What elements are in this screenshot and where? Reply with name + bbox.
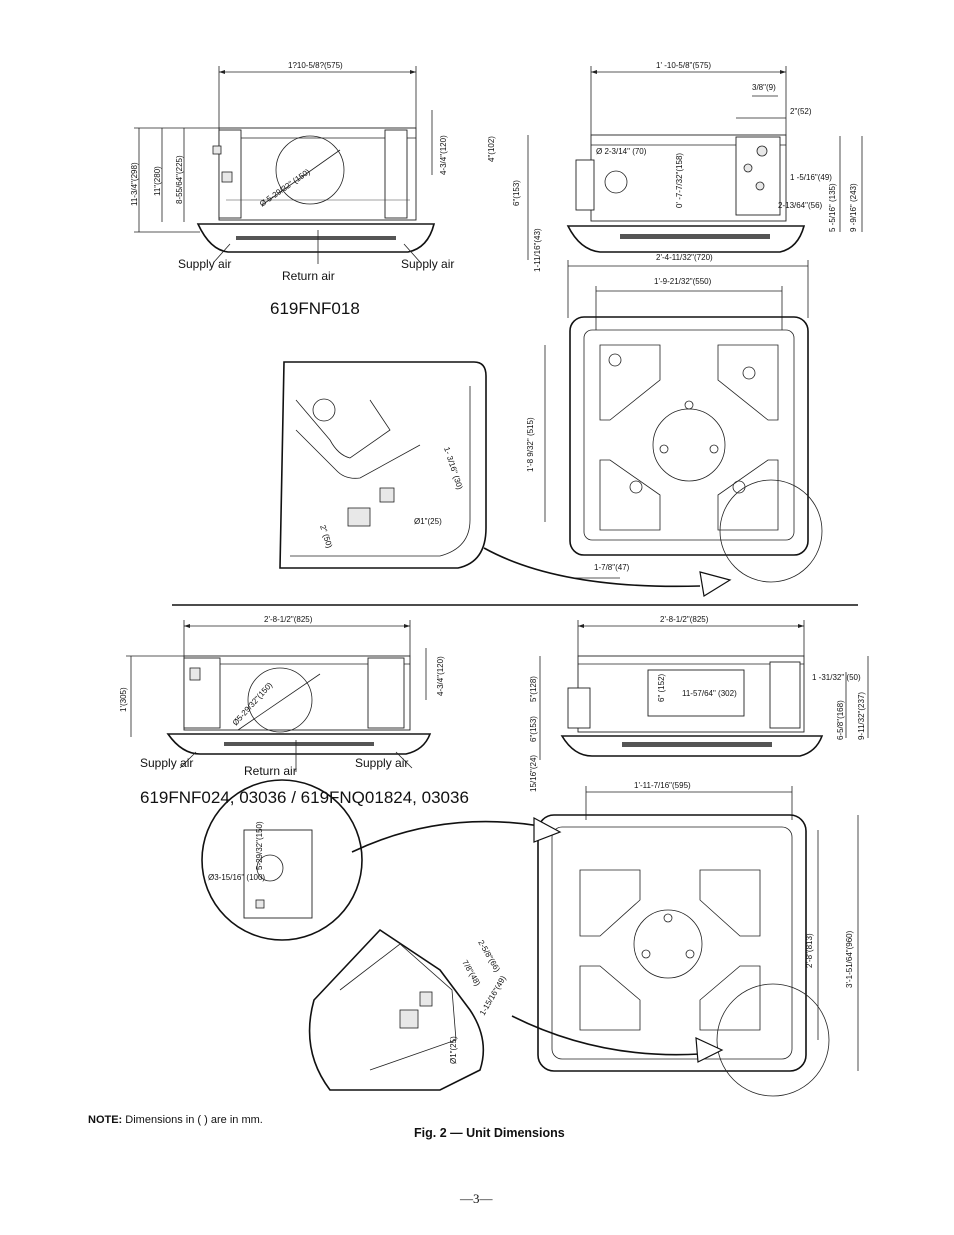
top-detail-d-dia: Ø1"(25) bbox=[414, 517, 442, 526]
bottom-front-top-offset: 4-3/4"(120) bbox=[436, 656, 445, 696]
top-side-d-6: 6"(153) bbox=[512, 180, 521, 206]
bottom-plan-width: 1'-11-7/16"(595) bbox=[634, 781, 691, 790]
bottom-plan-height-outer: 3'-1-51/64"(960) bbox=[845, 930, 854, 988]
top-side-d-1-11-16: 1-11/16"(43) bbox=[533, 228, 542, 272]
bottom-side-d-1-31-32: 1 -31/32" (50) bbox=[812, 673, 861, 682]
bottom-front-view: 2'-8-1/2"(825) Ø5-29/32"(150) Supply air… bbox=[119, 615, 445, 778]
bottom-supply-air-left: Supply air bbox=[140, 756, 193, 770]
top-model-label: 619FNF018 bbox=[270, 299, 360, 318]
top-plan-width-outer: 2'-4-11/32"(720) bbox=[656, 253, 713, 262]
top-side-d-2-13: 2-13/64"(56) bbox=[778, 201, 823, 210]
top-side-d-4: 4"(102) bbox=[487, 136, 496, 162]
top-plan-width-inner: 1'-9-21/32"(550) bbox=[654, 277, 712, 286]
bottom-return-air: Return air bbox=[244, 764, 297, 778]
bottom-side-d-9-11-32: 9-11/32"(237) bbox=[857, 692, 866, 740]
top-side-d-3-8: 3/8"(9) bbox=[752, 83, 776, 92]
page-number: —3— bbox=[460, 1191, 493, 1206]
top-front-height-inner: 8-55/64"(225) bbox=[175, 155, 184, 204]
bottom-side-d-6-152: 6" (152) bbox=[657, 673, 666, 702]
bottom-detail-left-d-5-29: 5-29/32"(150) bbox=[255, 821, 264, 870]
bottom-front-height: 1'(305) bbox=[119, 687, 128, 712]
bottom-side-d-15-16: 15/16"(24) bbox=[529, 755, 538, 792]
top-front-view: 1?10-5/8?(575) Ø 5-29/32" (150) Supply a… bbox=[130, 61, 454, 283]
top-supply-air-right: Supply air bbox=[401, 257, 454, 271]
bottom-detail-right-d-dia: Ø1"(25) bbox=[449, 1036, 458, 1064]
top-side-d-2: 2"(52) bbox=[790, 107, 812, 116]
bottom-detail-right-d-2-5-8: 2-5/8"(66) bbox=[476, 939, 502, 974]
bottom-model-label: 619FNF024, 03036 / 619FNQ01824, 03036 bbox=[140, 788, 469, 807]
top-supply-air-left: Supply air bbox=[178, 257, 231, 271]
top-return-air: Return air bbox=[282, 269, 335, 283]
note-text: Dimensions in ( ) are in mm. bbox=[122, 1114, 263, 1126]
bottom-side-d-6-5-8: 6-5/8"(168) bbox=[836, 700, 845, 740]
top-side-width-dim: 1' -10-5/8"(575) bbox=[656, 61, 711, 70]
top-front-height-total: 11-3/4"(298) bbox=[130, 162, 139, 206]
top-plan-offset: 1-7/8"(47) bbox=[594, 563, 630, 572]
bottom-side-view: 2'-8-1/2"(825) 6" (152) 11-57/64" (302) … bbox=[529, 615, 869, 792]
top-side-d-5-5-16: 5 -5/16" (135) bbox=[828, 183, 837, 232]
figure-caption: Fig. 2 — Unit Dimensions bbox=[414, 1126, 565, 1140]
top-side-knock: Ø 2-3/14" (70) bbox=[596, 147, 647, 156]
top-detail-d-1-3-16: 1- 3/16" (30) bbox=[442, 446, 464, 491]
top-plan-view: 2'-4-11/32"(720) 1'-9-21/32"(550) 1'-8 9… bbox=[526, 253, 823, 583]
top-detail-d-2-50: 2" (50) bbox=[318, 524, 334, 550]
bottom-plan-height-inner: 2'-8"(813) bbox=[805, 933, 814, 968]
top-front-height-body: 11"(280) bbox=[153, 166, 162, 196]
bottom-front-width-dim: 2'-8-1/2"(825) bbox=[264, 615, 313, 624]
bottom-plan-view: 1'-11-7/16"(595) 2'-8"(813) 3'-1-51/64"(… bbox=[537, 781, 859, 1097]
bottom-side-d-6-153: 6"(153) bbox=[529, 716, 538, 742]
bottom-side-d-5-128: 5"(128) bbox=[529, 676, 538, 702]
bottom-detail-left: 5-29/32"(150) Ø3-15/16" (100) bbox=[201, 779, 562, 941]
bottom-supply-air-right: Supply air bbox=[355, 756, 408, 770]
top-plan-height-inner: 1'-8 9/32" (515) bbox=[526, 417, 535, 472]
top-front-top-offset: 4-3/4"(120) bbox=[439, 135, 448, 175]
top-side-view: 1' -10-5/8"(575) 3/8"(9) 2"(52) Ø 2-3/14… bbox=[487, 61, 863, 272]
top-detail-view: 1- 3/16" (30) 2" (50) Ø1"(25) bbox=[279, 361, 732, 597]
top-side-d-7: 0' -7-7/32"(158) bbox=[675, 153, 684, 208]
bottom-detail-right-d-1-15-16: 1-15/16"(49) bbox=[478, 974, 508, 1017]
dimensions-note: NOTE: Dimensions in ( ) are in mm. bbox=[88, 1114, 263, 1126]
bottom-detail-left-d-dia: Ø3-15/16" (100) bbox=[208, 873, 265, 882]
bottom-detail-right-d-7-8: 7/8"(48) bbox=[460, 959, 482, 988]
top-front-width-dim: 1?10-5/8?(575) bbox=[288, 61, 343, 70]
note-label: NOTE: bbox=[88, 1114, 123, 1126]
top-side-d-1-5-16: 1 -5/16"(49) bbox=[790, 173, 832, 182]
bottom-side-d-11-57: 11-57/64" (302) bbox=[682, 689, 737, 698]
bottom-side-width-dim: 2'-8-1/2"(825) bbox=[660, 615, 709, 624]
top-side-d-9-9-16: 9 -9/16" (243) bbox=[849, 183, 858, 232]
bottom-detail-right: 2-5/8"(66) 7/8"(48) 1-15/16"(49) Ø1"(25) bbox=[308, 928, 724, 1091]
